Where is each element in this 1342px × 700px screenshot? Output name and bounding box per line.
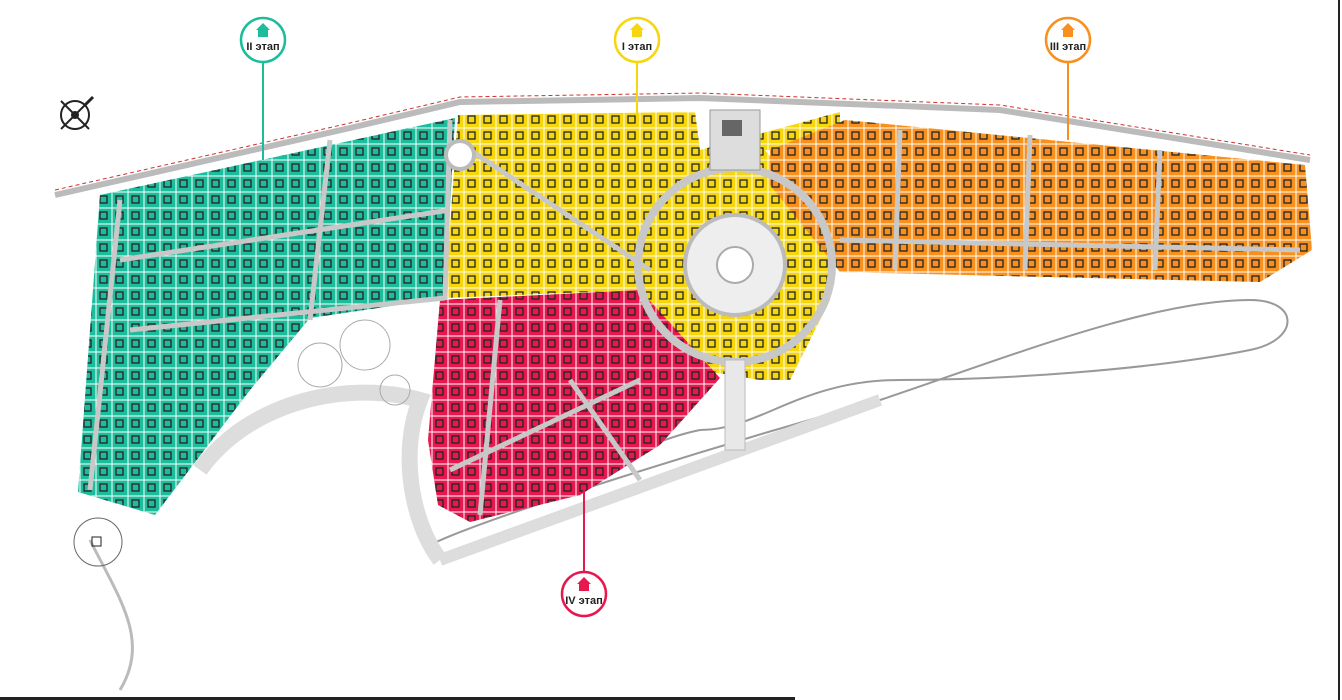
house-icon bbox=[256, 23, 270, 37]
house-icon bbox=[630, 23, 644, 37]
central-plaza bbox=[444, 109, 836, 451]
embankment bbox=[437, 394, 883, 566]
stage-2-label: II этап bbox=[246, 41, 279, 53]
stage-3-label: III этап bbox=[1050, 41, 1086, 53]
right-border bbox=[1338, 0, 1340, 700]
park-area bbox=[73, 319, 411, 567]
stage-1-label: I этап bbox=[622, 41, 652, 53]
house-icon bbox=[577, 577, 591, 591]
bottom-border bbox=[0, 697, 795, 700]
house-icon bbox=[1061, 23, 1075, 37]
stage-4-pin[interactable]: IV этап bbox=[560, 490, 608, 618]
stage-4-label: IV этап bbox=[565, 595, 603, 607]
northern-fence bbox=[54, 92, 1311, 191]
internal-roads bbox=[87, 119, 1301, 516]
coastline-path bbox=[193, 384, 447, 565]
compass-icon bbox=[60, 95, 95, 130]
stage-1-pin[interactable]: I этап bbox=[613, 16, 661, 118]
zone-stage-4[interactable] bbox=[428, 290, 720, 522]
stage-3-pin[interactable]: III этап bbox=[1044, 16, 1092, 140]
western-shore-path bbox=[88, 539, 134, 691]
northern-road bbox=[54, 94, 1311, 198]
stage-2-pin[interactable]: II этап bbox=[239, 16, 287, 160]
